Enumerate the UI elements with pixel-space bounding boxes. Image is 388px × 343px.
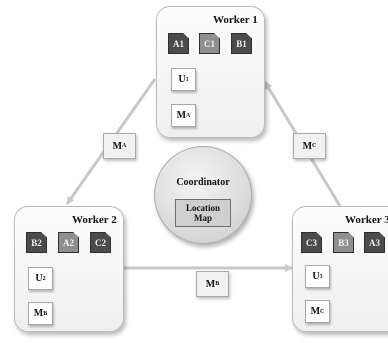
message-base: M [112,140,123,152]
data-chunk: C1 [199,33,220,54]
data-chunk: A2 [58,232,79,253]
worker-1-title: Worker 1 [213,14,258,26]
local-label-base: U [312,271,320,282]
message-label-sub: C [320,308,325,315]
message-label-sub: A [186,112,191,119]
message-base: M [302,140,313,152]
data-chunk: B1 [231,33,252,54]
message-label-base: M [176,110,187,121]
data-chunk: C2 [90,232,111,253]
message-sub: C [312,143,317,149]
message-base: M [205,278,216,290]
coordinator-node: Coordinator Location Map [154,146,252,244]
data-chunk: C3 [301,232,322,253]
message-sub: A [122,143,127,149]
local-label-base: U [178,74,186,85]
message-label-base: M [33,308,44,319]
message-label-base: M [310,306,321,317]
message-sub: B [215,281,220,287]
data-chunk: A3 [364,232,385,253]
local-label-sub: 2 [42,275,46,282]
data-chunk: B3 [333,232,354,253]
local-label-sub: 3 [319,273,323,280]
message-label-sub: B [43,310,48,317]
data-chunk: B2 [26,232,47,253]
location-map-box: Location Map [175,199,231,227]
local-label-sub: 1 [185,76,189,83]
worker-3-title: Worker 3 [345,214,388,226]
data-chunk: A1 [168,33,189,54]
local-label-base: U [35,273,43,284]
worker-2-title: Worker 2 [72,214,117,226]
coordinator-title: Coordinator [176,177,230,188]
